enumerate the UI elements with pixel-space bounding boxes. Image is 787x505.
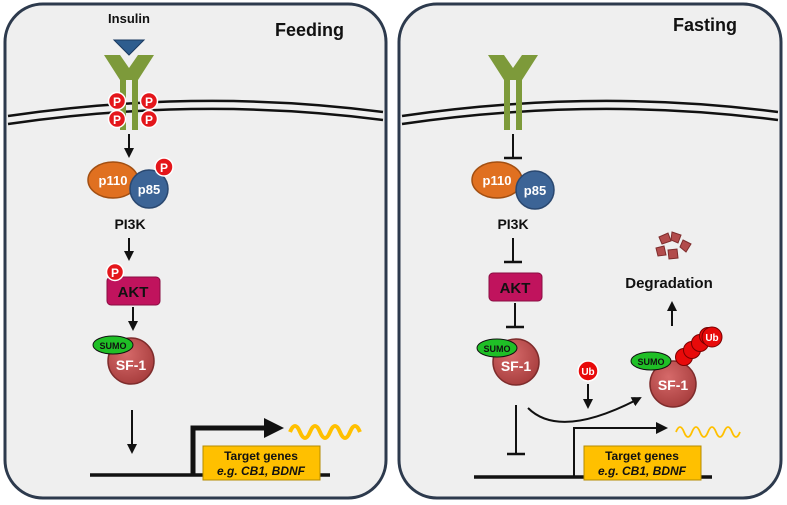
sumo-label: SUMO xyxy=(484,344,511,354)
ubiquitin-icon xyxy=(701,326,723,348)
akt-box xyxy=(488,272,543,302)
ubiquitinated-sf1-protein xyxy=(649,360,697,408)
feeding-title: Feeding xyxy=(275,20,344,40)
phospho-icon xyxy=(107,91,127,111)
target-genes-box xyxy=(202,445,321,481)
target-genes-label: Target genes xyxy=(224,449,298,463)
sf1-ub-label: SF-1 xyxy=(658,377,689,393)
promoter-arrowhead xyxy=(656,422,668,434)
ub-chain-label: Ub xyxy=(705,333,718,344)
phospho-icon xyxy=(154,157,174,177)
phospho-label: P xyxy=(160,161,168,175)
ubiquitin-icon xyxy=(577,360,599,382)
feeding-membrane-outer xyxy=(7,99,384,118)
phospho-label: P xyxy=(113,113,121,127)
promoter-arrowhead xyxy=(264,418,284,438)
promoter-arrow-strong xyxy=(190,425,268,475)
pi3k-label: PI3K xyxy=(114,216,145,232)
feeding-membrane-inner xyxy=(7,107,384,126)
target-genes-examples: e.g. CB1, BDNF xyxy=(217,464,306,478)
insulin-triangle-icon xyxy=(112,39,146,56)
phospho-label: P xyxy=(145,95,153,109)
sumo-tag xyxy=(92,335,134,355)
phospho-icon xyxy=(139,109,159,129)
feeding-panel-frame xyxy=(3,2,388,500)
insulin-label: Insulin xyxy=(108,11,150,26)
phospho-icon xyxy=(105,262,125,282)
insulin-receptor-icon xyxy=(488,55,538,130)
fasting-membrane-outer xyxy=(401,99,779,118)
degraded-fragments-icon xyxy=(655,231,692,260)
phospho-icon xyxy=(139,91,159,111)
phospho-icon xyxy=(107,109,127,129)
p110-label: p110 xyxy=(99,173,128,188)
fasting-membrane-inner xyxy=(401,107,779,126)
fasting-panel: Fasting p110 p85 PI3K AKT SF-1 SUMO xyxy=(397,2,783,500)
promoter-arrow-weak xyxy=(573,427,658,477)
insulin-receptor-icon xyxy=(104,55,154,130)
akt-label: AKT xyxy=(500,280,531,297)
receptor-phosphates: P P P P xyxy=(107,91,159,129)
p85-label: p85 xyxy=(138,182,160,197)
sf1-label: SF-1 xyxy=(116,357,147,373)
degradation-label: Degradation xyxy=(625,275,713,292)
phospho-label: P xyxy=(113,95,121,109)
arrow-sf1-to-ubiquitination xyxy=(527,397,642,423)
feeding-panel: Feeding Insulin P P P P p110 p85 P xyxy=(3,2,388,500)
akt-box xyxy=(106,276,161,306)
mrna-icon xyxy=(675,426,741,438)
sf1-label: SF-1 xyxy=(501,358,532,374)
akt-label: AKT xyxy=(118,284,149,301)
sumo-tag xyxy=(630,351,672,371)
pi3k-label: PI3K xyxy=(497,216,528,232)
phospho-label: P xyxy=(111,266,119,280)
ub-label: Ub xyxy=(581,367,594,378)
target-genes-label: Target genes xyxy=(605,449,679,463)
sumo-label-2: SUMO xyxy=(638,357,665,367)
fasting-title: Fasting xyxy=(673,15,737,35)
mrna-icon xyxy=(288,424,362,440)
sumo-label: SUMO xyxy=(100,341,127,351)
fasting-panel-frame xyxy=(397,2,783,500)
p85-subunit xyxy=(129,169,169,209)
target-genes-box xyxy=(583,445,702,481)
p110-label: p110 xyxy=(483,173,512,188)
phospho-label: P xyxy=(145,113,153,127)
target-genes-examples: e.g. CB1, BDNF xyxy=(598,464,687,478)
p85-subunit xyxy=(515,170,555,210)
sumo-tag xyxy=(476,338,518,358)
p85-label: p85 xyxy=(524,183,546,198)
